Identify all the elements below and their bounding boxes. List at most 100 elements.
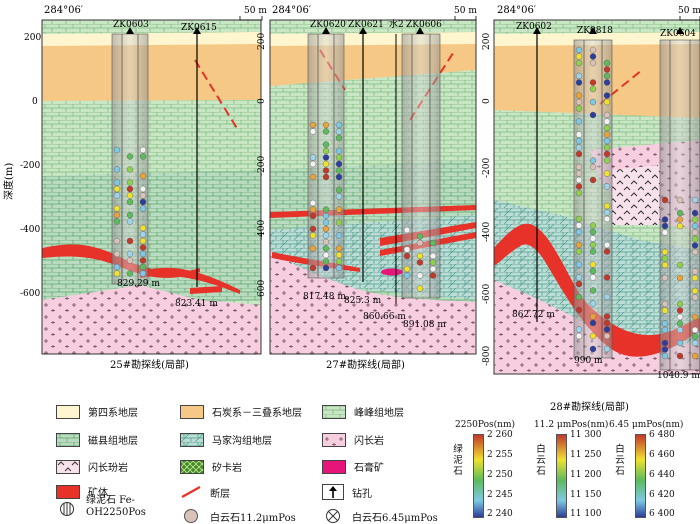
sample-marker — [322, 212, 330, 220]
panel-1-caption: 25#勘探线(局部) — [110, 358, 189, 371]
sample-marker — [322, 245, 330, 252]
sample-marker — [575, 72, 583, 80]
sample-marker — [575, 137, 583, 145]
colorbar-tick: 6 420 — [649, 490, 675, 500]
sample-marker — [139, 172, 147, 180]
panel-2-hole-3-name: 水2 — [389, 18, 404, 30]
axis-1-tick-200: 200 — [24, 33, 41, 43]
sample-marker — [575, 183, 583, 190]
sample-marker — [113, 146, 121, 154]
legend-label: 闪长岩 — [354, 436, 384, 447]
sample-marker — [676, 307, 684, 314]
sample-marker — [126, 192, 134, 199]
sample-marker — [603, 79, 611, 86]
sample-marker — [575, 131, 583, 138]
sample-marker — [661, 216, 669, 223]
sample-marker — [575, 306, 583, 314]
panel-2-scale: 50 m — [454, 6, 477, 16]
sample-marker — [661, 300, 669, 308]
sample-marker — [575, 170, 583, 177]
legend-label: 白云石6.45μmPos — [352, 512, 438, 524]
sample-marker — [322, 141, 330, 148]
sample-marker — [575, 163, 583, 171]
colorbar-tick: 2 245 — [487, 490, 513, 500]
sample-marker — [575, 332, 583, 340]
panel-3-scale: 50 m — [678, 6, 700, 16]
sample-marker — [676, 274, 684, 282]
colorbar-tick: 2 255 — [487, 450, 513, 460]
sample-marker — [603, 66, 611, 73]
panel-2-hole-2-depth: 825.3 m — [344, 296, 382, 306]
sample-marker — [603, 345, 611, 353]
sample-marker — [603, 215, 611, 223]
panel-3-hole-1-depth: 862.72 m — [512, 310, 555, 320]
sample-marker — [589, 228, 597, 236]
sample-marker — [603, 332, 611, 340]
sample-marker — [676, 216, 684, 223]
sample-marker — [126, 250, 134, 258]
sample-marker — [661, 255, 669, 262]
sample-marker — [589, 241, 597, 249]
panel-3-hole-1-name: ZK0602 — [516, 22, 552, 32]
legend-dolomite-112: 白云石11.2μmPos — [180, 508, 296, 524]
axis-3-tick-0: 0 — [482, 98, 492, 104]
sample-marker — [126, 153, 134, 160]
sample-marker — [589, 176, 597, 184]
sample-marker — [416, 259, 424, 266]
sample-marker — [126, 179, 134, 186]
sample-marker — [322, 225, 330, 233]
axis-3-tick-minus200: -200 — [482, 158, 492, 178]
sample-marker — [309, 232, 317, 239]
sample-marker — [126, 211, 134, 219]
sample-marker — [335, 147, 343, 155]
sample-marker — [691, 248, 699, 256]
legend-label: 断层 — [210, 488, 230, 500]
panel-2-caption: 27#勘探线(局部) — [326, 358, 405, 371]
sample-marker — [589, 111, 597, 119]
sample-marker — [603, 209, 611, 216]
legend-cixian: 磁县组地层 — [56, 432, 138, 447]
sample-marker — [661, 196, 669, 204]
sample-marker — [322, 264, 330, 272]
sample-marker — [691, 235, 699, 243]
sample-marker — [403, 252, 411, 260]
sample-marker — [575, 92, 583, 99]
sample-marker — [691, 216, 699, 223]
axis-1-tick-0: 0 — [32, 97, 38, 107]
dolomite-645-marker-icon — [326, 509, 340, 523]
sample-marker — [589, 267, 597, 275]
colorbar-title: 2250Pos(nm) — [455, 420, 515, 430]
sample-marker — [429, 239, 437, 247]
legend-majiagou: 马家沟组地层 — [180, 432, 272, 447]
sample-marker — [309, 212, 317, 220]
skarn-swatch — [180, 459, 204, 474]
legend-porphyrite: 闪长玢岩 — [56, 459, 128, 474]
sample-marker — [661, 222, 669, 230]
sample-marker — [589, 85, 597, 93]
sample-marker — [603, 293, 611, 301]
axis-1-tick-minus200: -200 — [20, 161, 40, 171]
sample-marker — [322, 154, 330, 161]
sample-marker — [309, 121, 317, 129]
sample-marker — [335, 258, 343, 265]
sample-marker — [575, 280, 583, 288]
sample-marker — [691, 196, 699, 204]
colorbar-tick: 2 240 — [487, 509, 513, 519]
sample-marker — [603, 137, 611, 145]
sample-marker — [322, 173, 330, 181]
sample-marker — [691, 326, 699, 334]
sample-marker — [691, 352, 699, 360]
panel-3-hole-3-depth: 1040.9 m — [657, 371, 700, 381]
sample-marker — [603, 131, 611, 138]
sample-markers — [113, 46, 699, 360]
legend-label: 绿泥石 Fe-OH2250Pos — [86, 495, 146, 518]
sample-marker — [429, 252, 437, 260]
sample-marker — [676, 320, 684, 327]
axis-3-tick-minus600: -600 — [482, 284, 492, 304]
colorbar-mineral-name: 白云石 — [615, 444, 625, 477]
legend-chlorite: 绿泥石 Fe-OH2250Pos — [56, 495, 178, 519]
sample-marker — [676, 209, 684, 217]
sample-marker — [589, 53, 597, 60]
sample-marker — [603, 118, 611, 125]
